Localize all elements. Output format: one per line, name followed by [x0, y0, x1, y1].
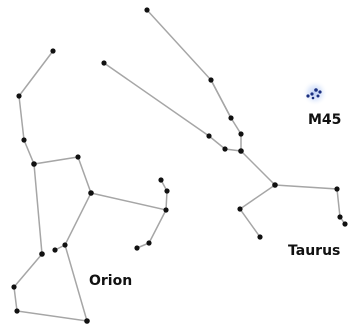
star — [222, 146, 227, 151]
m45-glow — [302, 80, 328, 106]
star — [101, 60, 106, 65]
orion-raised-arm-line — [19, 51, 91, 250]
constellation-lines — [14, 10, 345, 321]
star — [164, 188, 169, 193]
star — [337, 214, 342, 219]
star — [52, 247, 57, 252]
orion-label: Orion — [89, 273, 132, 289]
m45-label: M45 — [308, 112, 341, 128]
star — [257, 234, 262, 239]
taurus-upper-horn-line — [147, 10, 275, 185]
m45-cluster — [302, 80, 328, 106]
taurus-foreleg-line — [275, 185, 345, 224]
star — [237, 206, 242, 211]
orion-body-line — [14, 245, 87, 321]
star — [62, 242, 67, 247]
star — [206, 133, 211, 138]
orion-shield-arm-line — [91, 180, 167, 210]
star — [84, 318, 90, 324]
star — [75, 154, 80, 159]
star — [228, 115, 233, 120]
star — [31, 161, 37, 167]
star — [88, 190, 94, 196]
star — [11, 284, 16, 289]
taurus-label: Taurus — [288, 243, 340, 259]
star — [14, 308, 19, 313]
star — [39, 251, 45, 257]
star — [238, 148, 244, 154]
star — [16, 93, 21, 98]
star — [50, 48, 55, 53]
taurus-leg-line — [240, 185, 275, 237]
orion-shoulder-line — [34, 164, 42, 254]
taurus-lower-horn-line — [104, 63, 241, 151]
star — [238, 131, 243, 136]
star — [21, 137, 26, 142]
star — [272, 182, 278, 188]
star — [158, 177, 163, 182]
star — [144, 7, 149, 12]
star — [163, 207, 168, 212]
star — [208, 77, 213, 82]
stars — [11, 7, 347, 323]
star — [146, 240, 151, 245]
taurus-link-line — [211, 80, 231, 118]
star — [334, 186, 339, 191]
star — [134, 245, 139, 250]
star — [342, 221, 347, 226]
